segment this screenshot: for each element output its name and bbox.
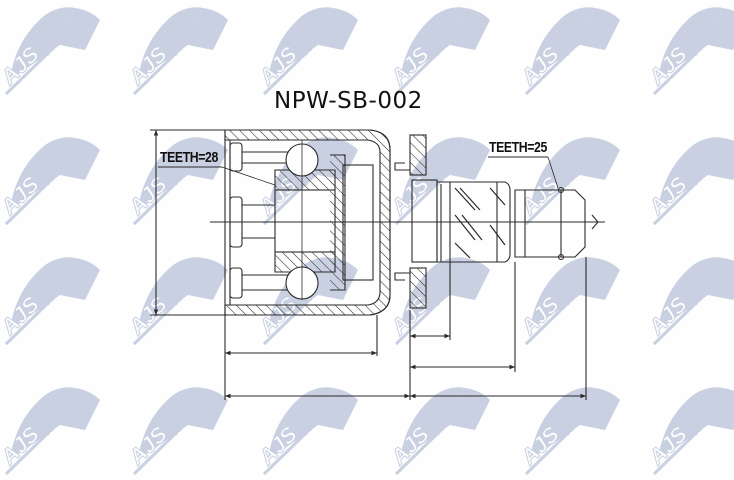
part-number-title: NPW-SB-002	[274, 88, 423, 114]
teeth-label-right: TEETH=25	[489, 139, 547, 156]
teeth-label-left: TEETH=28	[160, 149, 218, 166]
